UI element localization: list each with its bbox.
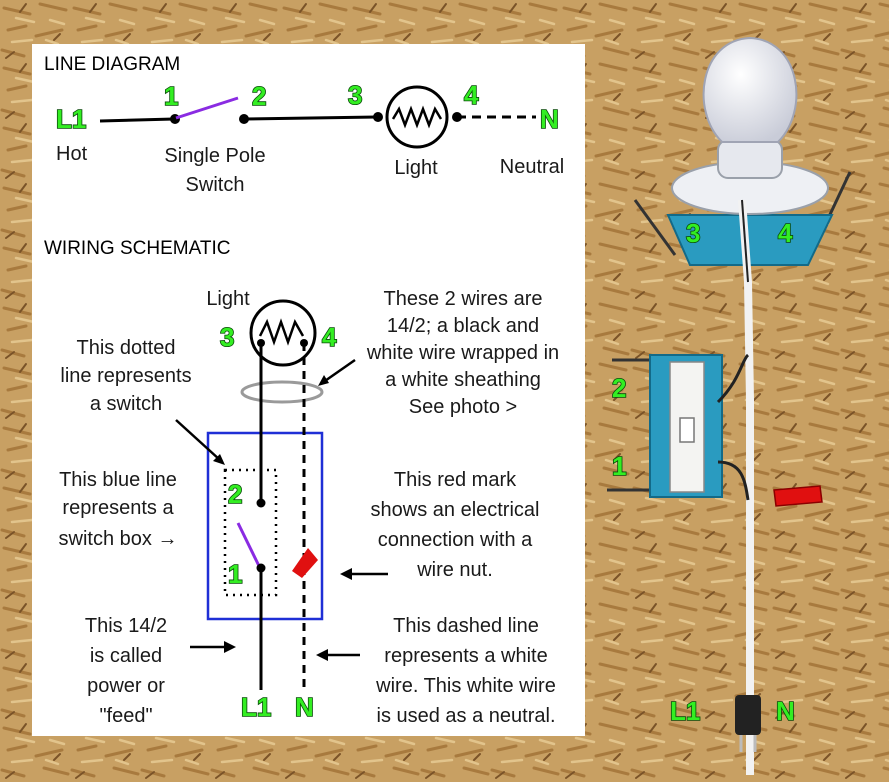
note-wires-line: 14/2; a black and — [387, 315, 539, 337]
switch-wire-top — [716, 353, 750, 404]
terminal-3 — [373, 112, 383, 122]
switch-box — [206, 431, 324, 621]
note-blue-line: switch box → — [59, 528, 178, 550]
wiring-photo: 3 4 2 1 L1 N — [607, 36, 852, 775]
photo-label-l1: L1 — [670, 696, 700, 726]
note-blue: This blue line represents a switch box → — [59, 469, 178, 550]
nail-icon — [633, 199, 677, 256]
note-red-line: shows an electrical — [371, 499, 540, 521]
schematic-light-label: Light — [206, 288, 250, 310]
note-dotted-line: This dotted — [77, 337, 176, 359]
photo-wire-nut — [773, 485, 823, 507]
note-dotted: This dotted line represents a switch — [60, 337, 191, 415]
arrowhead-icon — [224, 641, 236, 653]
note-dotted-line: line represents — [60, 365, 191, 387]
cable-black-conductor — [741, 199, 749, 283]
light-bulb-icon — [702, 36, 798, 143]
arrowhead-icon — [318, 375, 329, 386]
switch-wire-bottom — [717, 460, 750, 501]
photo-label-2: 2 — [612, 373, 626, 403]
note-blue-line: This blue line — [59, 469, 177, 491]
light-symbol — [385, 85, 449, 149]
schematic-label-3: 3 — [220, 322, 234, 352]
note-dashed-line: This dashed line — [393, 615, 539, 637]
light-label: Light — [394, 157, 438, 179]
hot-label: Hot — [56, 143, 88, 165]
schematic-light-symbol — [249, 299, 317, 367]
label-l1: L1 — [56, 104, 86, 134]
note-feed-line: This 14/2 — [85, 615, 167, 637]
switch-label-line2: Switch — [186, 174, 245, 196]
note-blue-line: represents a — [62, 497, 174, 519]
schematic-label-2: 2 — [228, 479, 242, 509]
note-feed-line: "feed" — [99, 705, 152, 727]
wire-nut-mark — [292, 548, 318, 578]
photo-label-4: 4 — [778, 218, 793, 248]
arrow-wires — [321, 358, 356, 385]
arrowhead-icon — [213, 454, 225, 465]
neutral-label: Neutral — [500, 156, 564, 178]
photo-label-1: 1 — [612, 451, 626, 481]
toggle-icon — [679, 417, 695, 443]
line-diagram-title: LINE DIAGRAM — [44, 54, 180, 75]
note-feed: This 14/2 is called power or "feed" — [85, 615, 167, 727]
note-feed-line: is called — [90, 645, 162, 667]
photo-label-n: N — [776, 696, 795, 726]
note-wires-line: See photo > — [409, 396, 517, 418]
line-diagram: LINE DIAGRAM L1 1 2 3 4 N Hot Single Pol… — [44, 54, 564, 196]
wiring-schematic: WIRING SCHEMATIC Light 3 4 2 1 L1 N Thes… — [44, 238, 559, 727]
label-n: N — [540, 104, 559, 134]
schematic-label-4: 4 — [322, 322, 337, 352]
note-dotted-line: a switch — [90, 393, 162, 415]
note-dashed-line: represents a white — [384, 645, 547, 667]
schematic-filament-icon — [258, 318, 305, 346]
wiring-schematic-title: WIRING SCHEMATIC — [44, 238, 230, 259]
ceiling-box — [666, 214, 834, 266]
note-red-line: This red mark — [394, 469, 517, 491]
lamp-socket — [717, 139, 783, 179]
switch-dotted-outline — [223, 468, 278, 597]
terminal-1 — [170, 114, 180, 124]
note-dashed: This dashed line represents a white wire… — [375, 615, 556, 727]
note-wires: These 2 wires are 14/2; a black and whit… — [366, 288, 559, 418]
note-red-line: connection with a — [378, 529, 533, 551]
note-wires-line: white wire wrapped in — [366, 342, 559, 364]
note-wires-line: a white sheathing — [385, 369, 541, 391]
note-feed-line: power or — [87, 675, 165, 697]
switch-terminal-2 — [256, 498, 266, 508]
arrowhead-icon — [316, 649, 328, 661]
label-4: 4 — [464, 80, 479, 110]
note-dashed-line: is used as a neutral. — [377, 705, 556, 727]
label-2: 2 — [252, 81, 266, 111]
arrow-dotted — [175, 419, 221, 461]
arrowhead-icon — [340, 568, 352, 580]
hot-wire — [99, 117, 175, 123]
switch-to-light-wire — [243, 115, 378, 121]
filament-icon — [391, 105, 443, 129]
note-dashed-line: wire. This white wire — [375, 675, 556, 697]
note-wires-line: These 2 wires are — [384, 288, 543, 310]
schematic-label-n: N — [295, 692, 314, 722]
schematic-switch-lever — [236, 522, 261, 567]
label-3: 3 — [348, 80, 362, 110]
note-red: This red mark shows an electrical connec… — [371, 469, 540, 581]
label-1: 1 — [164, 81, 178, 111]
plug-icon — [735, 695, 761, 735]
note-red-line: wire nut. — [416, 559, 493, 581]
diagram-panel — [32, 44, 585, 736]
schematic-label-1: 1 — [228, 559, 242, 589]
sheathing-ring — [240, 380, 324, 404]
schematic-label-l1: L1 — [241, 692, 271, 722]
switch-lever — [175, 96, 239, 120]
switch-label-line1: Single Pole — [164, 145, 265, 167]
photo-label-3: 3 — [686, 218, 700, 248]
